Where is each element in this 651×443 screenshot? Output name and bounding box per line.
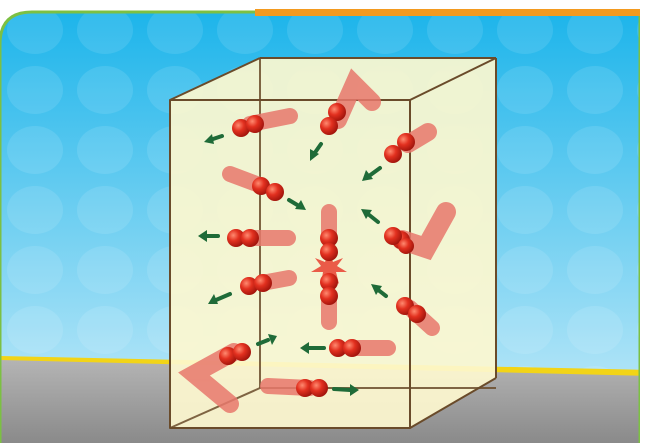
top-stripe	[255, 9, 650, 16]
